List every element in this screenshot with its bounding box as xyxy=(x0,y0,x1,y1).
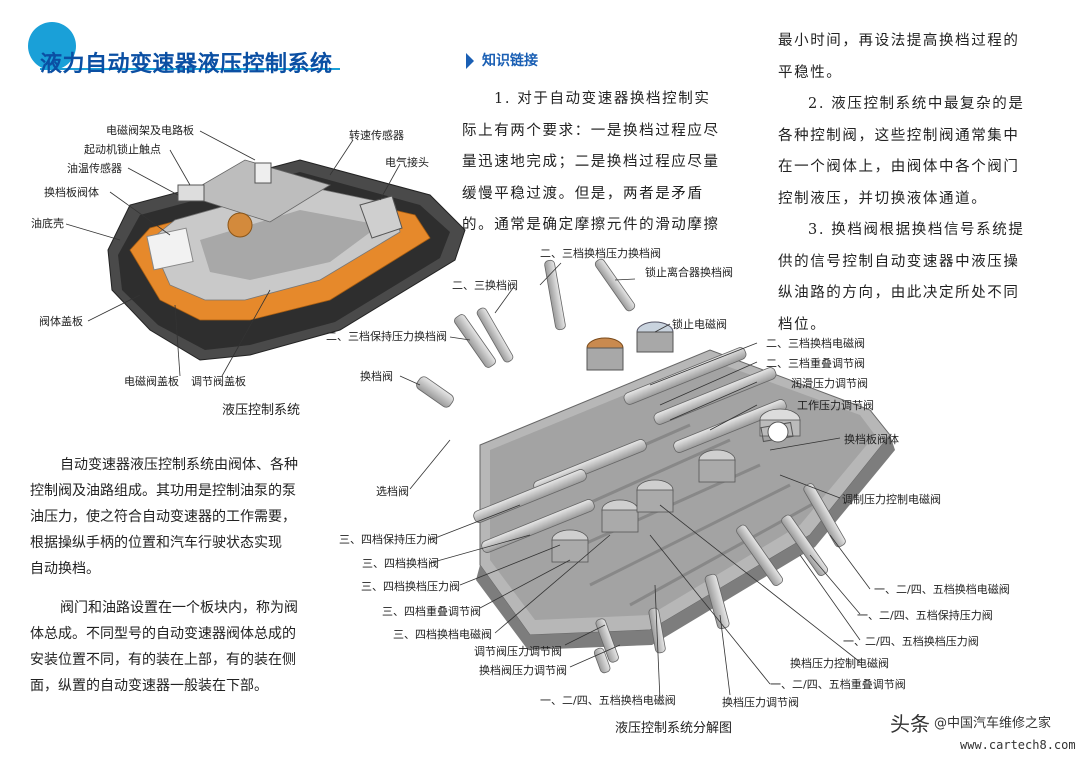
label-34-hold-pressure-valve: 三、四档保持压力阀 xyxy=(339,533,438,546)
col1-line: 量迅速地完成；二是换档过程应尽量 xyxy=(462,154,720,170)
col2-line: 平稳性。 xyxy=(778,64,843,81)
label-23-overlap-valve: 二、三档重叠调节阀 xyxy=(766,357,865,370)
label-1245-hold-pressure-valve: 一、二/四、五档保持压力阀 xyxy=(857,609,993,622)
label-1245-shift-solenoid-bottom: 一、二/四、五档换档电磁阀 xyxy=(540,694,676,707)
col1-line: 1. 对于自动变速器换档控制实 xyxy=(494,91,711,107)
col2-line: 各种控制阀，这些控制阀通常集中 xyxy=(778,127,1020,144)
label-shift-plate-body-2: 换档板阀体 xyxy=(844,433,899,446)
watermark-brand: 头条 xyxy=(890,712,930,736)
knowledge-link-col2: 最小时间，再设法提高换档过程的 平稳性。 2. 液压控制系统中最复杂的是 各种控… xyxy=(778,26,1078,341)
body-line: 安装位置不同，有的装在上部，有的装在侧 xyxy=(30,652,296,668)
label-regulator-pressure-valve: 调节阀压力调节阀 xyxy=(474,645,562,658)
label-23-hold-pressure-valve: 二、三档保持压力换档阀 xyxy=(326,330,447,343)
label-1245-shift-pressure-valve: 一、二/四、五档换档压力阀 xyxy=(843,635,979,648)
body-line: 体总成。不同型号的自动变速器阀体总成的 xyxy=(30,626,296,642)
triangle-icon xyxy=(466,53,474,69)
label-lockup-clutch-valve: 锁止离合器换档阀 xyxy=(645,266,733,279)
label-oil-temp-sensor: 油温传感器 xyxy=(67,162,122,175)
label-shift-valve: 换档阀 xyxy=(360,370,393,383)
label-34-overlap-valve: 三、四档重叠调节阀 xyxy=(382,605,481,618)
col2-line: 2. 液压控制系统中最复杂的是 xyxy=(808,96,1025,112)
hydraulic-system-illustration xyxy=(65,130,466,377)
label-speed-sensor: 转速传感器 xyxy=(349,129,404,142)
label-electrical-connector: 电气接头 xyxy=(385,156,429,169)
label-selector-valve: 选档阀 xyxy=(376,485,409,498)
figure1-caption: 液压控制系统 xyxy=(222,403,301,418)
label-23-shift-valve: 二、三换档阀 xyxy=(452,279,518,292)
header-bar: 液力自动变速器液压控制系统 xyxy=(0,0,360,80)
body-paragraph-2: 阀门和油路设置在一个板块内，称为阀 体总成。不同型号的自动变速器阀体总成的 安装… xyxy=(30,595,330,699)
col2-line: 纵油路的方向，由此决定所处不同 xyxy=(778,285,1020,301)
watermark-url: www.cartech8.com xyxy=(960,738,1076,752)
col2-line: 档位。 xyxy=(778,316,827,333)
label-lockup-solenoid: 锁止电磁阀 xyxy=(672,318,727,331)
body-line: 自动变速器液压控制系统由阀体、各种 xyxy=(60,457,298,473)
label-lube-pressure-valve: 润滑压力调节阀 xyxy=(791,377,868,390)
col2-line: 在一个阀体上，由阀体中各个阀门 xyxy=(778,159,1020,175)
label-shift-pressure-solenoid: 换档压力控制电磁阀 xyxy=(790,657,889,670)
knowledge-link-title: 知识链接 xyxy=(482,53,538,69)
knowledge-link-col1: 1. 对于自动变速器换档控制实 际上有两个要求：一是换档过程应尽 量迅速地完成；… xyxy=(462,84,762,242)
label-34-shift-solenoid: 三、四档换档电磁阀 xyxy=(393,628,492,641)
body-line: 油压力，使之符合自动变速器的工作需要， xyxy=(30,509,296,525)
col2-line: 供的信号控制自动变速器中液压操 xyxy=(778,253,1020,270)
watermark-account: @中国汽车维修之家 xyxy=(934,716,1052,731)
label-shift-pressure-valve: 换档压力调节阀 xyxy=(722,696,799,709)
page-title: 液力自动变速器液压控制系统 xyxy=(40,52,333,77)
body-paragraph-1: 自动变速器液压控制系统由阀体、各种 控制阀及油路组成。其功用是控制油泵的泵 油压… xyxy=(30,452,330,582)
label-starter-lock-contact: 起动机锁止触点 xyxy=(84,143,161,156)
label-1245-overlap-valve: 一、二/四、五档重叠调节阀 xyxy=(770,678,906,691)
label-shift-plate-body: 换档板阀体 xyxy=(44,186,99,199)
col1-line: 的。通常是确定摩擦元件的滑动摩擦 xyxy=(462,217,720,233)
label-oil-pan: 油底壳 xyxy=(31,217,64,230)
label-work-pressure-valve: 工作压力调节阀 xyxy=(797,399,874,412)
label-23-shift-solenoid: 二、三档换档电磁阀 xyxy=(766,337,865,350)
header-circle xyxy=(28,22,76,70)
col2-line: 控制液压，并切换液体通道。 xyxy=(778,190,988,207)
col2-line: 最小时间，再设法提高换档过程的 xyxy=(778,33,1020,49)
header-line xyxy=(40,68,340,70)
body-line: 控制阀及油路组成。其功用是控制油泵的泵 xyxy=(30,483,296,499)
body-line: 面，纵置的自动变速器一般装在下部。 xyxy=(30,678,268,694)
label-1245-shift-solenoid: 一、二/四、五档换档电磁阀 xyxy=(874,583,1010,596)
figure-hydraulic-system: 电磁阀架及电路板 起动机锁止触点 油温传感器 换档板阀体 油底壳 阀体盖板 电磁… xyxy=(0,0,470,430)
col1-line: 际上有两个要求：一是换档过程应尽 xyxy=(462,122,720,139)
label-valve-cover: 阀体盖板 xyxy=(39,315,83,328)
exploded-view-illustration xyxy=(399,258,895,701)
label-23-shift-pressure-valve: 二、三档换档压力换档阀 xyxy=(540,247,661,260)
body-line: 根据操纵手柄的位置和汽车行驶状态实现 xyxy=(30,535,282,551)
label-regulator-cover: 调节阀盖板 xyxy=(191,375,246,388)
body-line: 阀门和油路设置在一个板块内，称为阀 xyxy=(60,600,298,616)
body-line: 自动换档。 xyxy=(30,561,100,577)
figure2-caption: 液压控制系统分解图 xyxy=(615,721,733,736)
label-solenoid-bracket: 电磁阀架及电路板 xyxy=(106,124,194,137)
label-34-shift-pressure-valve: 三、四档换档压力阀 xyxy=(361,580,460,593)
col2-line: 3. 换档阀根据换档信号系统提 xyxy=(808,222,1025,238)
label-shift-valve-pressure-valve: 换档阀压力调节阀 xyxy=(479,664,567,677)
label-modulation-solenoid: 调制压力控制电磁阀 xyxy=(842,493,941,506)
watermark: 头条 @中国汽车维修之家 www.cartech8.com xyxy=(890,708,1076,756)
figure-exploded-view xyxy=(330,235,1080,755)
label-solenoid-cover: 电磁阀盖板 xyxy=(124,375,179,388)
col1-line: 缓慢平稳过渡。但是，两者是矛盾 xyxy=(462,185,704,202)
label-34-shift-valve: 三、四档换档阀 xyxy=(362,557,439,570)
